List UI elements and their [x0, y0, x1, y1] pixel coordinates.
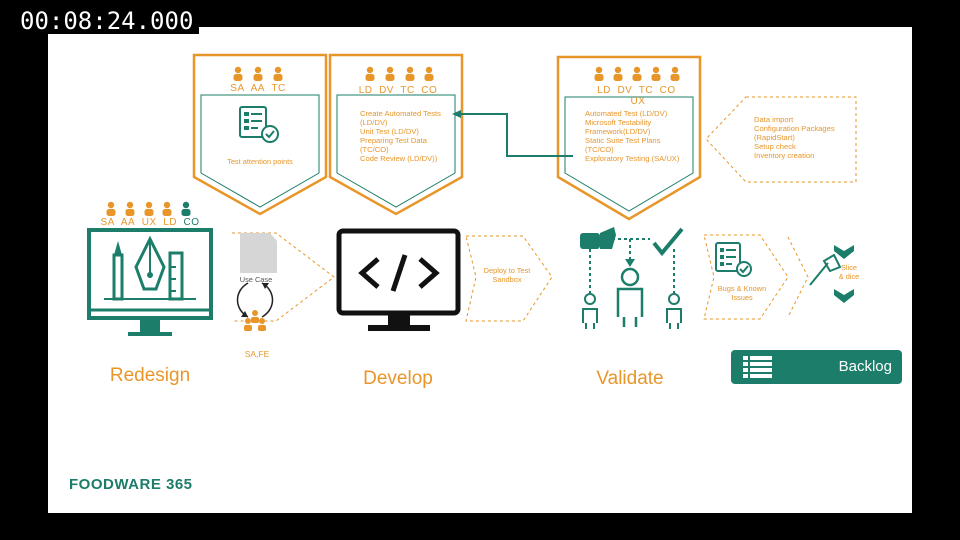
- backlog-button[interactable]: Backlog: [731, 350, 902, 384]
- stage-label-validate: Validate: [596, 368, 664, 389]
- monitor-pen-icon: [87, 228, 213, 336]
- person-icons-redesign: [106, 201, 191, 216]
- list-item: Code Review (LD/DV)): [360, 154, 438, 163]
- shield1-roles: SA AA TC: [230, 83, 286, 94]
- shield2-list: Create Automated Tests (LD/DV) Unit Test…: [360, 109, 441, 163]
- list-item: Configuration Packages: [754, 124, 835, 133]
- develop-shield: [328, 53, 464, 216]
- list-item: Data import: [754, 115, 794, 124]
- validate-people-icon: [580, 227, 684, 329]
- redesign-shield: [192, 53, 328, 216]
- deploy-label: Deploy to Test Sandbox: [483, 266, 531, 284]
- slice-label: Slice & dice: [838, 263, 860, 281]
- chevron-icon: [834, 245, 854, 303]
- person-icons-shield3: [594, 66, 680, 81]
- stage-label-redesign: Redesign: [109, 365, 191, 386]
- list-icon: [743, 356, 772, 378]
- list-item: Exploratory Testing (SA/UX): [585, 154, 680, 163]
- diagram-graphics: [87, 53, 857, 336]
- list-item: (RapidStart): [754, 133, 795, 142]
- use-case-document-icon: [236, 233, 277, 318]
- shield3-list: Automated Test (LD/DV) Microsoft Testabi…: [585, 109, 679, 163]
- list-item: Framework(LD/DV): [585, 127, 651, 136]
- feedback-arrow: [452, 110, 573, 157]
- list-item: Static Suite Test Plans: [585, 136, 661, 145]
- bugs-checklist-icon: [715, 242, 752, 277]
- bugs-label: Bugs & Known Issues: [717, 284, 767, 302]
- setup-chevron: [705, 96, 857, 183]
- person-icons-shield2: [365, 66, 434, 81]
- people-label: SA,FE: [244, 349, 270, 359]
- people-group-icon: [244, 310, 266, 331]
- list-item: Setup check: [754, 142, 796, 151]
- code-monitor-icon: [336, 228, 461, 331]
- video-timecode: 00:08:24.000: [14, 6, 200, 35]
- list-item: Create Automated Tests: [360, 109, 441, 118]
- shield2-roles: LD DV TC CO: [358, 85, 438, 96]
- list-item: (TC/CO): [360, 145, 389, 154]
- use-case-label: Use Case: [239, 275, 273, 284]
- foodware-logo: FOODWARE 365: [69, 476, 193, 493]
- list-item: Inventory creation: [754, 151, 815, 160]
- bugs-chevron: [703, 234, 789, 320]
- shield1-caption: Test attention points: [227, 157, 293, 166]
- deploy-chevron: [465, 235, 553, 322]
- shield3-roles: LD DV TC CO UX: [597, 85, 676, 107]
- list-item: Preparing Test Data: [360, 136, 427, 145]
- axe-icon: [809, 253, 842, 286]
- slide: SA AA TC Test attention points LD DV TC …: [48, 27, 912, 513]
- person-icons-shield1: [233, 66, 283, 81]
- setup-list: Data import Configuration Packages (Rapi…: [754, 115, 835, 160]
- list-item: (LD/DV): [360, 118, 388, 127]
- list-item: Microsoft Testability: [585, 118, 652, 127]
- redesign-roles: SA AA UX LD CO: [100, 217, 200, 228]
- list-item: (TC/CO): [585, 145, 614, 154]
- list-item: Unit Test (LD/DV): [360, 127, 419, 136]
- slice-chevron: [787, 236, 809, 318]
- stage-label-develop: Develop: [363, 368, 433, 389]
- checklist-icon: [239, 106, 279, 143]
- backlog-label: Backlog: [838, 358, 892, 375]
- list-item: Automated Test (LD/DV): [585, 109, 668, 118]
